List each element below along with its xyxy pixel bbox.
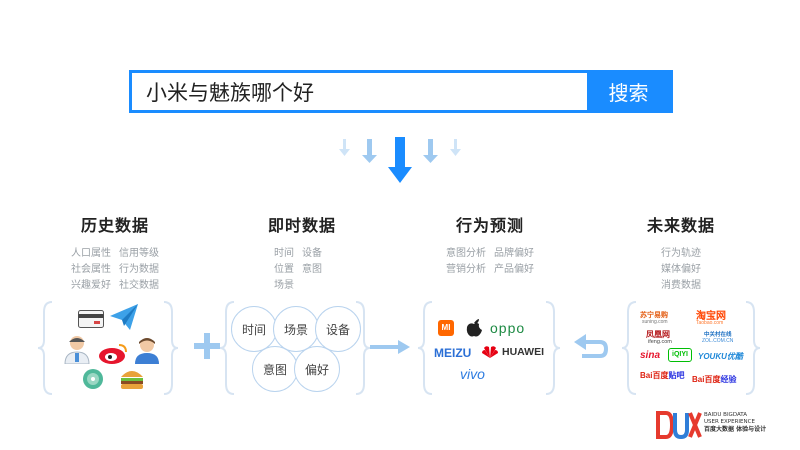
- iqiyi-logo: iQIYI: [668, 348, 692, 362]
- bubble-scene: 场景: [273, 306, 319, 352]
- arrow-right-icon: [370, 340, 410, 354]
- section-future: 未来数据 行为轨迹 媒体偏好 消费数据: [636, 212, 726, 294]
- bubble-preference: 偏好: [294, 346, 340, 392]
- meizu-logo: MEIZU: [434, 346, 472, 360]
- xiaomi-logo: MI: [438, 320, 454, 336]
- paper-plane-icon: [110, 304, 138, 330]
- weibo-icon: [99, 344, 127, 364]
- brands-box: MI oppo MEIZU HUAWEI vivo: [418, 298, 560, 398]
- section-title: 行为预测: [455, 216, 524, 235]
- history-icons-box: [38, 298, 178, 398]
- data-item: 行为数据: [119, 264, 159, 275]
- data-item: 场景: [274, 280, 294, 291]
- return-arrow-icon: [574, 334, 608, 358]
- ifeng-logo: 凤凰网: [646, 330, 670, 339]
- baidu-jingyan-logo: Bai百度经验: [692, 375, 737, 384]
- search-bar: 搜索: [129, 70, 673, 113]
- zol-sub: ZOL.COM.CN: [702, 338, 734, 344]
- data-item: 位置: [274, 264, 294, 275]
- data-item: 社交数据: [119, 280, 159, 291]
- doctor-icon: [64, 336, 90, 364]
- suning-sub: suning.com: [642, 319, 668, 325]
- apple-logo-icon: [466, 319, 482, 337]
- taobao-sub: Taobao.com: [696, 320, 724, 326]
- section-title: 历史数据: [80, 216, 149, 235]
- bubble-device: 设备: [315, 306, 361, 352]
- data-item: 品牌偏好: [494, 248, 534, 259]
- section-history: 历史数据 人口属性信用等级 社会属性行为数据 兴趣爱好社交数据: [60, 212, 170, 294]
- search-button[interactable]: 搜索: [587, 73, 670, 110]
- huawei-logo: HUAWEI: [502, 346, 544, 358]
- dux-mark-icon: [656, 411, 702, 440]
- data-item: 时间: [274, 248, 294, 259]
- taobao-logo: 淘宝网: [696, 311, 726, 322]
- down-arrows-icon: [330, 135, 470, 190]
- suning-logo: 苏宁易购: [640, 312, 668, 319]
- vivo-logo: vivo: [460, 366, 485, 382]
- section-title: 即时数据: [267, 216, 336, 235]
- baidu-tieba-logo: Bai百度贴吧: [640, 371, 685, 380]
- realtime-bubbles-box: 时间 场景 设备 意图 偏好: [220, 298, 370, 398]
- dux-logo: BAIDU BIGDATA USER EXPERIENCE 百度大数据 体验与设…: [656, 410, 796, 442]
- data-item: 行为轨迹: [661, 248, 701, 259]
- dux-caption: BAIDU BIGDATA USER EXPERIENCE 百度大数据 体验与设…: [704, 412, 766, 433]
- data-item: 媒体偏好: [661, 264, 701, 275]
- youku-logo: YOUKU优酷: [698, 352, 743, 361]
- plus-icon: [194, 333, 220, 359]
- bubble-intent: 意图: [252, 346, 298, 392]
- data-item: 营销分析: [446, 264, 486, 275]
- section-title: 未来数据: [646, 216, 715, 235]
- data-item: 消费数据: [661, 280, 701, 291]
- zol-logo: 中关村在线: [704, 332, 732, 338]
- bubble-time: 时间: [231, 306, 277, 352]
- oppo-logo: oppo: [490, 320, 526, 336]
- section-realtime: 即时数据 时间设备 位置意图 场景: [262, 212, 342, 294]
- dux-line-cn: 百度大数据 体验与设计: [704, 426, 767, 433]
- data-item: 兴趣爱好: [71, 280, 111, 291]
- section-prediction: 行为预测 意图分析品牌偏好 营销分析产品偏好: [430, 212, 550, 278]
- search-input[interactable]: [132, 73, 587, 110]
- data-item: 意图分析: [446, 248, 486, 259]
- data-item: 社会属性: [71, 264, 111, 275]
- data-item: 产品偏好: [494, 264, 534, 275]
- dux-line1: BAIDU BIGDATA: [704, 412, 747, 418]
- dux-line2: USER EXPERIENCE: [704, 419, 755, 425]
- huawei-logo-icon: [482, 346, 498, 358]
- data-item: 信用等级: [119, 248, 159, 259]
- burger-icon: [121, 371, 143, 389]
- sina-logo: sina: [640, 350, 661, 361]
- media-box: 苏宁易购 suning.com 淘宝网 Taobao.com 凤凰网 ifeng…: [622, 298, 760, 398]
- person-icon: [135, 338, 159, 364]
- data-item: 设备: [302, 248, 322, 259]
- ifeng-sub: ifeng.com: [648, 339, 672, 345]
- data-item: 人口属性: [71, 248, 111, 259]
- data-item: 意图: [302, 264, 322, 275]
- credit-card-icon: [78, 310, 104, 328]
- cd-icon: [83, 369, 103, 389]
